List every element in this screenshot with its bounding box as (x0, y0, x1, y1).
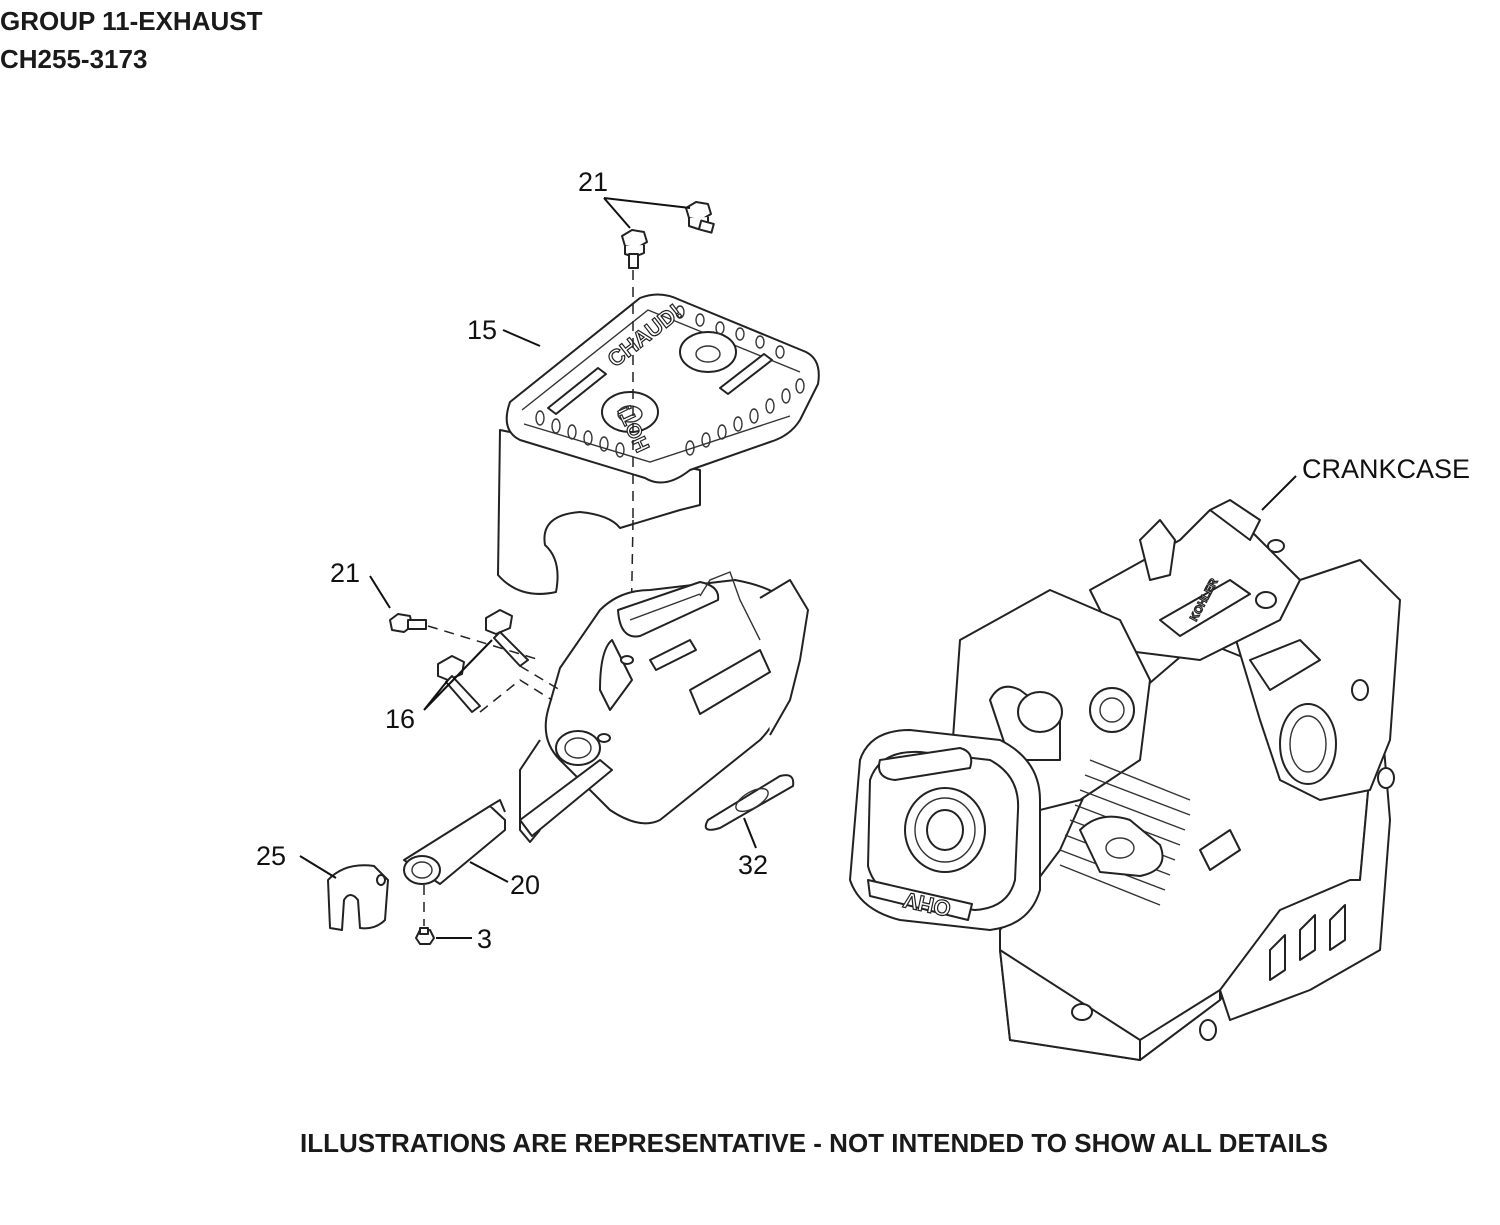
callout-16: 16 (385, 704, 415, 734)
bolt-21-top-b[interactable] (685, 201, 715, 234)
callout-15: 15 (467, 315, 497, 345)
screw-3[interactable] (415, 927, 435, 945)
callout-20: 20 (510, 870, 540, 900)
callout-25: 25 (256, 841, 286, 871)
tailpipe-20[interactable] (403, 799, 506, 885)
bolt-21-top-a[interactable] (621, 229, 648, 269)
model-number: CH255-3173 (0, 44, 148, 74)
disclaimer-note: ILLUSTRATIONS ARE REPRESENTATIVE - NOT I… (300, 1128, 1328, 1158)
callout-3: 3 (477, 924, 492, 954)
heat-shield-15[interactable]: CHAUD! HOT! (497, 293, 820, 595)
cap-25[interactable] (327, 864, 389, 931)
group-title: GROUP 11-EXHAUST (0, 6, 263, 36)
callout-21-left: 21 (330, 558, 360, 588)
stud-16-b[interactable] (437, 655, 481, 713)
muffler-20[interactable] (519, 571, 809, 843)
callout-crankcase: CRANKCASE (1302, 454, 1470, 484)
crankcase-engine: KOHLER OHV (849, 499, 1401, 1061)
callout-32: 32 (738, 850, 768, 880)
gasket-32[interactable] (704, 774, 795, 831)
stud-16-a[interactable] (485, 609, 529, 667)
callout-21-top: 21 (578, 167, 608, 197)
bolt-21-left[interactable] (389, 613, 427, 633)
